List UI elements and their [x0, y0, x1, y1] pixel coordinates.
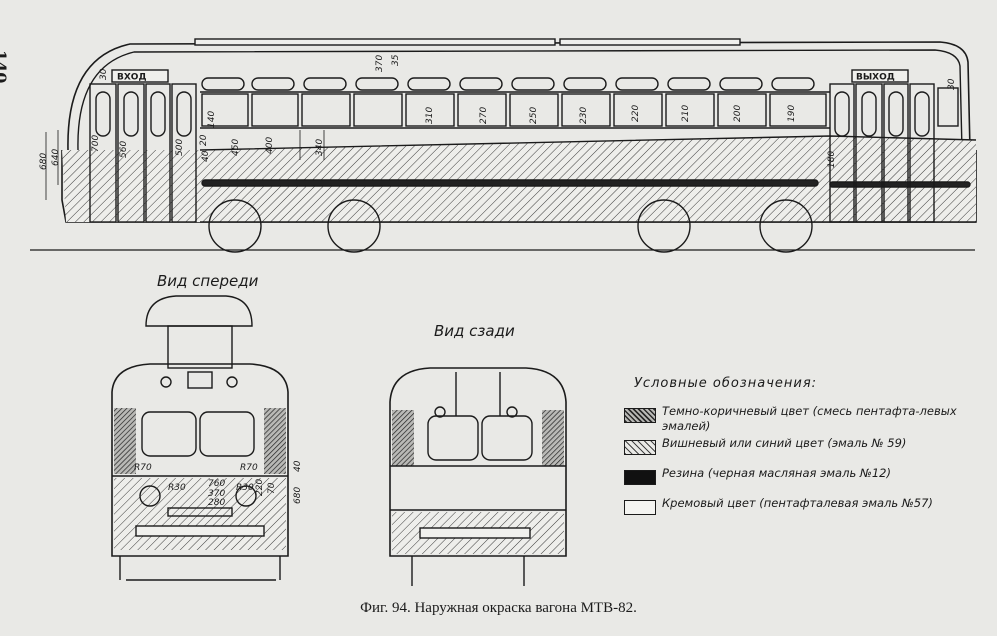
- svg-text:220: 220: [255, 479, 265, 496]
- legend-swatch: [624, 440, 656, 455]
- side-windows: [201, 93, 827, 127]
- svg-text:20: 20: [199, 134, 209, 146]
- legend-item-rubber: Резина (черная масляная эмаль №12): [624, 466, 984, 496]
- svg-text:500: 500: [175, 139, 185, 156]
- vent-windows: [201, 77, 815, 91]
- svg-text:700: 700: [91, 135, 101, 152]
- legend-text: Кремовый цвет (пентафталевая эмаль №57): [662, 496, 933, 510]
- svg-text:560: 560: [119, 141, 129, 158]
- svg-text:310: 310: [425, 107, 435, 124]
- svg-text:760: 760: [208, 479, 225, 489]
- side-dimension-labels: 680 640 700 560 500 30 140 20 40 450 370…: [39, 54, 957, 170]
- svg-text:230: 230: [579, 107, 589, 124]
- svg-text:210: 210: [681, 105, 691, 122]
- svg-text:220: 220: [631, 105, 641, 122]
- legend-text: Темно-коричневый цвет (смесь пентафта-ле…: [662, 404, 957, 433]
- front-dimension-labels: R70 R70 R30 R30 760 370 280 40 70 220 68…: [134, 460, 303, 508]
- legend-item-dark-brown: Темно-коричневый цвет (смесь пентафта-ле…: [624, 404, 984, 434]
- legend-text: Вишневый или синий цвет (эмаль № 59): [662, 436, 907, 450]
- svg-text:R30: R30: [236, 483, 254, 493]
- svg-text:640: 640: [51, 149, 61, 166]
- svg-text:R30: R30: [168, 483, 186, 493]
- svg-text:40: 40: [293, 460, 303, 472]
- svg-text:370: 370: [208, 489, 225, 499]
- svg-text:280: 280: [208, 498, 225, 508]
- svg-text:680: 680: [293, 487, 303, 504]
- svg-text:370: 370: [375, 55, 385, 72]
- legend-title: Условные обозначения:: [634, 376, 818, 391]
- svg-text:35: 35: [391, 54, 401, 66]
- legend-swatch: [624, 408, 656, 423]
- svg-text:30: 30: [947, 78, 957, 90]
- svg-text:680: 680: [39, 153, 49, 170]
- rear-view: [389, 367, 567, 586]
- legend-swatch: [624, 470, 656, 485]
- svg-text:450: 450: [231, 139, 241, 156]
- entrance-sign: ВХОД: [117, 73, 146, 83]
- front-view: [111, 295, 289, 581]
- svg-text:180: 180: [827, 151, 837, 168]
- rear-view-label: Вид сзади: [434, 322, 515, 340]
- legend-swatch: [624, 500, 656, 515]
- legend-text: Резина (черная масляная эмаль №12): [662, 466, 891, 480]
- svg-text:R70: R70: [240, 463, 258, 473]
- side-view: [30, 38, 977, 253]
- exit-sign: ВЫХОД: [856, 73, 895, 83]
- svg-text:340: 340: [315, 139, 325, 156]
- svg-text:190: 190: [787, 105, 797, 122]
- svg-text:R70: R70: [134, 463, 152, 473]
- entrance-doors: [89, 83, 197, 223]
- legend-item-cherry: Вишневый или синий цвет (эмаль № 59): [624, 436, 984, 466]
- svg-text:270: 270: [479, 107, 489, 124]
- svg-text:400: 400: [265, 137, 275, 154]
- svg-text:40: 40: [201, 150, 211, 162]
- exit-doors: [829, 83, 959, 223]
- svg-text:30: 30: [99, 68, 109, 80]
- legend-item-cream: Кремовый цвет (пентафталевая эмаль №57): [624, 496, 984, 526]
- svg-text:140: 140: [207, 111, 217, 128]
- svg-text:70: 70: [267, 482, 277, 494]
- figure-caption: Фиг. 94. Наружная окраска вагона МТВ-82.: [360, 600, 637, 616]
- svg-text:250: 250: [529, 107, 539, 124]
- wheels: [208, 199, 813, 253]
- svg-text:200: 200: [733, 105, 743, 122]
- front-view-label: Вид спереди: [157, 272, 259, 290]
